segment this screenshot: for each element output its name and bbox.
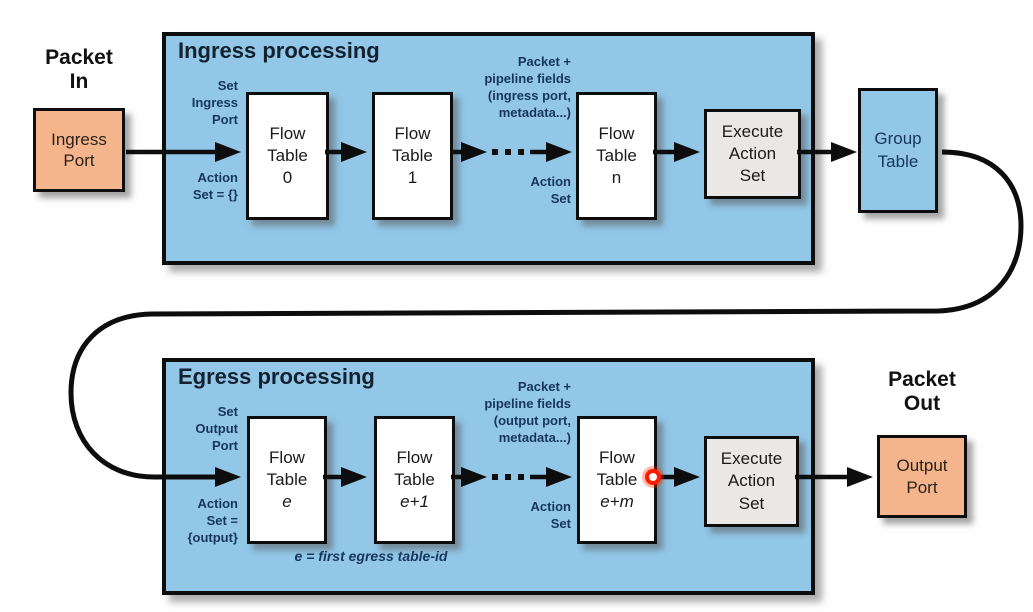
- ingress-section-title: Ingress processing: [178, 38, 380, 63]
- egress-processing-section: Egress processing Set Output Port Action…: [162, 358, 815, 595]
- ingress-action-set-label: Action Set: [530, 174, 571, 206]
- flow-table-n-name: Flow Table: [596, 123, 637, 165]
- ingress-processing-section: Ingress processing Set Ingress Port Acti…: [162, 32, 815, 265]
- ingress-pipeline-fields-label: Packet + pipeline fields (ingress port, …: [484, 54, 571, 120]
- flow-table-n-label: Flow Table n: [596, 101, 637, 211]
- flow-table-0-box: Flow Table 0: [246, 92, 329, 220]
- group-table-label: Group Table: [874, 129, 922, 171]
- egress-execute-action-set-box: Execute Action Set: [704, 436, 799, 527]
- flow-table-1-box: Flow Table 1: [372, 92, 453, 220]
- egress-section-title: Egress processing: [178, 364, 375, 389]
- flow-table-e-box: Flow Table e: [247, 416, 327, 544]
- flow-table-e1-box: Flow Table e+1: [374, 416, 455, 544]
- ingress-port-label: Ingress Port: [51, 129, 107, 170]
- flow-table-0-index: 0: [282, 168, 293, 188]
- egress-action-set-label: Action Set: [530, 499, 571, 531]
- egress-pipeline-fields-label: Packet + pipeline fields (output port, m…: [484, 379, 571, 445]
- packet-in-label: Packet In: [45, 46, 113, 94]
- flow-table-0-label: Flow Table 0: [267, 101, 308, 211]
- output-port-box: Output Port: [877, 435, 967, 518]
- egress-action-set-output-label: Action Set = {output}: [187, 496, 238, 545]
- ingress-port-box: Ingress Port: [33, 108, 125, 192]
- flow-table-em-label: Flow Table e+m: [597, 425, 638, 535]
- group-table-box: Group Table: [858, 88, 938, 213]
- output-port-label: Output Port: [896, 456, 948, 497]
- flow-table-e1-index: e+1: [400, 492, 429, 512]
- flow-table-em-name: Flow Table: [596, 447, 638, 489]
- egress-set-port-label: Set Output Port: [195, 404, 238, 453]
- flow-table-e-index: e: [282, 492, 292, 512]
- ingress-action-set-empty-label: Action Set = {}: [192, 170, 238, 202]
- flow-table-n-index: n: [611, 168, 622, 188]
- flow-table-1-label: Flow Table 1: [392, 101, 433, 211]
- ingress-execute-action-set-box: Execute Action Set: [704, 109, 801, 199]
- flow-table-n-box: Flow Table n: [576, 92, 657, 220]
- ingress-set-port-label: Set Ingress Port: [191, 78, 238, 127]
- flow-table-1-name: Flow Table: [392, 123, 433, 165]
- flow-table-e-label: Flow Table e: [267, 425, 308, 535]
- egress-note: e = first egress table-id: [294, 548, 448, 564]
- flow-table-em-index: e+m: [600, 492, 634, 512]
- flow-table-e-name: Flow Table: [266, 447, 308, 489]
- flow-table-e1-label: Flow Table e+1: [394, 425, 435, 535]
- flow-table-e1-name: Flow Table: [394, 447, 435, 489]
- ingress-execute-action-set-label: Execute Action Set: [721, 121, 784, 186]
- egress-execute-action-set-label: Execute Action Set: [720, 449, 783, 513]
- flow-table-1-index: 1: [407, 168, 418, 188]
- packet-out-label: Packet Out: [888, 368, 956, 416]
- flow-table-em-box: Flow Table e+m: [577, 416, 657, 544]
- flow-table-0-name: Flow Table: [267, 123, 308, 165]
